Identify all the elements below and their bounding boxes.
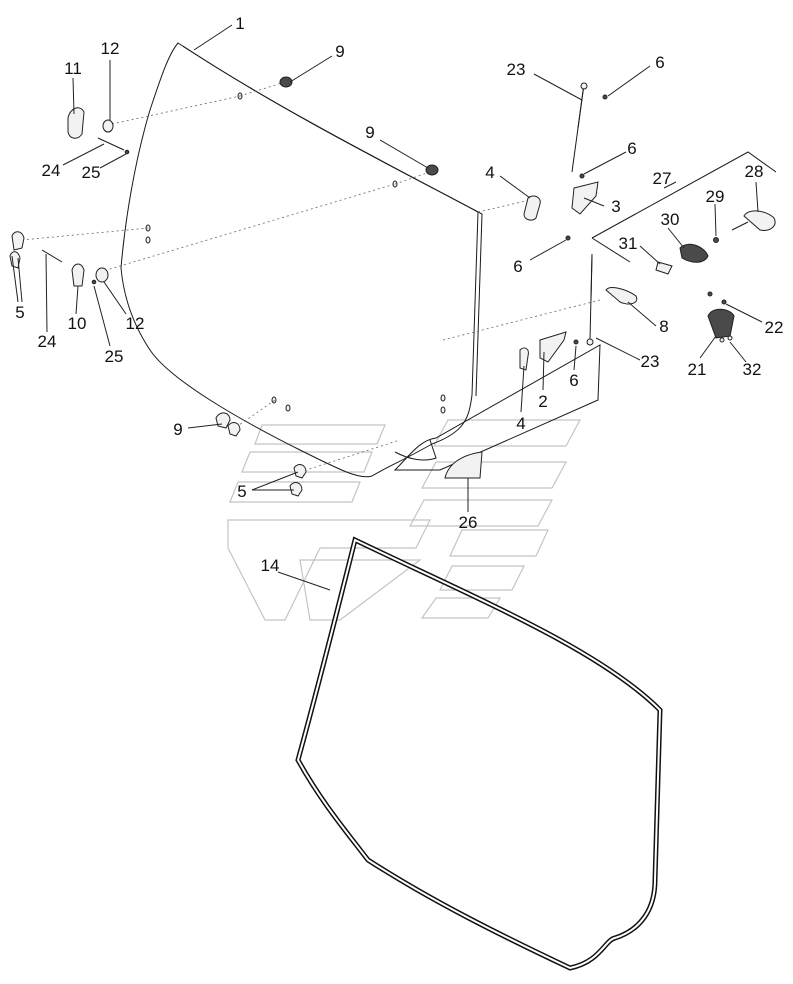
callout-4-low: 4 xyxy=(516,414,525,433)
pin-24-lower xyxy=(41,249,63,263)
callout-3: 3 xyxy=(611,197,620,216)
callout-24-top: 24 xyxy=(42,161,61,180)
callout-9-low: 9 xyxy=(173,420,182,439)
callout-5-left: 5 xyxy=(15,303,24,322)
pin-clip-25 xyxy=(124,149,130,155)
callout-2: 2 xyxy=(538,392,547,411)
screw-22-a xyxy=(707,291,713,297)
handle-28 xyxy=(743,210,776,231)
washer-32-a xyxy=(719,337,725,343)
callout-6-low: 6 xyxy=(569,371,578,390)
grommet-9-low-b xyxy=(227,422,241,437)
gas-strut-upper xyxy=(523,82,608,241)
gas-strut-lower xyxy=(519,253,638,371)
left-hinge-lower xyxy=(9,231,109,287)
hinge-clip-11 xyxy=(67,107,85,139)
callout-32: 32 xyxy=(743,360,762,379)
nut-5-b xyxy=(289,482,303,497)
callout-5-low: 5 xyxy=(237,482,246,501)
callout-31: 31 xyxy=(619,234,638,253)
hinge-clip-10 xyxy=(71,263,85,287)
callout-23-top: 23 xyxy=(507,60,526,79)
glass-hole xyxy=(271,396,277,404)
nut-5-a xyxy=(293,464,307,479)
bracket-4-upper xyxy=(523,195,541,221)
callout-8: 8 xyxy=(659,317,668,336)
screw-6-c xyxy=(565,235,571,241)
callout-25-low: 25 xyxy=(105,347,124,366)
callout-labels: 1 12 9 11 23 6 24 25 9 6 4 27 28 3 29 30… xyxy=(15,14,783,575)
callout-10: 10 xyxy=(68,314,87,333)
callout-6-mid: 6 xyxy=(513,257,522,276)
glass-hole xyxy=(440,394,446,402)
pin-24 xyxy=(97,137,125,151)
glass-hole xyxy=(440,406,446,414)
corner-strip xyxy=(393,344,601,479)
washer-32-b xyxy=(727,335,733,341)
handle-stem xyxy=(731,221,749,231)
callout-26: 26 xyxy=(459,513,478,532)
latch-kit xyxy=(591,151,777,343)
callout-23-low: 23 xyxy=(641,352,660,371)
screw-6-b xyxy=(579,173,585,179)
callout-9-mid: 9 xyxy=(365,123,374,142)
grommet-9-top xyxy=(279,76,293,88)
callout-12-top: 12 xyxy=(101,39,120,58)
window-seal xyxy=(295,536,663,971)
callout-21: 21 xyxy=(688,360,707,379)
screw-22-b xyxy=(721,299,727,305)
callout-4-top: 4 xyxy=(485,163,494,182)
callout-22: 22 xyxy=(765,318,784,337)
grommet-9-mid xyxy=(425,164,439,176)
callout-29: 29 xyxy=(706,187,725,206)
callout-24-low: 24 xyxy=(38,332,57,351)
callout-11: 11 xyxy=(64,59,82,78)
washer-12-lower xyxy=(95,267,109,283)
bracket-4-lower xyxy=(519,347,529,371)
grommets xyxy=(215,76,439,497)
left-hinge-upper xyxy=(67,107,130,155)
screw-6-a xyxy=(602,94,608,100)
latch-housing-30 xyxy=(679,243,709,263)
callout-1: 1 xyxy=(235,14,244,33)
glass-hole xyxy=(145,236,151,244)
screw-6-d xyxy=(573,339,579,345)
windshield-glass xyxy=(120,42,483,478)
fastener-29 xyxy=(713,237,719,243)
callout-6-upper: 6 xyxy=(627,139,636,158)
striker-21 xyxy=(707,308,735,339)
callout-30: 30 xyxy=(661,210,680,229)
callout-9-top: 9 xyxy=(335,42,344,61)
callout-12-low: 12 xyxy=(126,314,145,333)
pin-clip-25-lower xyxy=(91,279,97,285)
glass-hole xyxy=(285,404,291,412)
callout-27: 27 xyxy=(653,169,672,188)
watermark-logo xyxy=(227,419,582,621)
washer-12 xyxy=(102,119,114,133)
callout-6-top: 6 xyxy=(655,53,664,72)
seal-pad xyxy=(444,451,483,479)
leader-lines xyxy=(11,24,763,591)
latch-block-31 xyxy=(655,261,673,275)
plate-8 xyxy=(605,287,638,305)
callout-28: 28 xyxy=(745,162,764,181)
assembly-lines xyxy=(21,81,601,473)
bracket-2 xyxy=(539,331,567,363)
nut-5 xyxy=(11,231,25,251)
callout-25-top: 25 xyxy=(82,163,101,182)
callout-14: 14 xyxy=(261,556,280,575)
